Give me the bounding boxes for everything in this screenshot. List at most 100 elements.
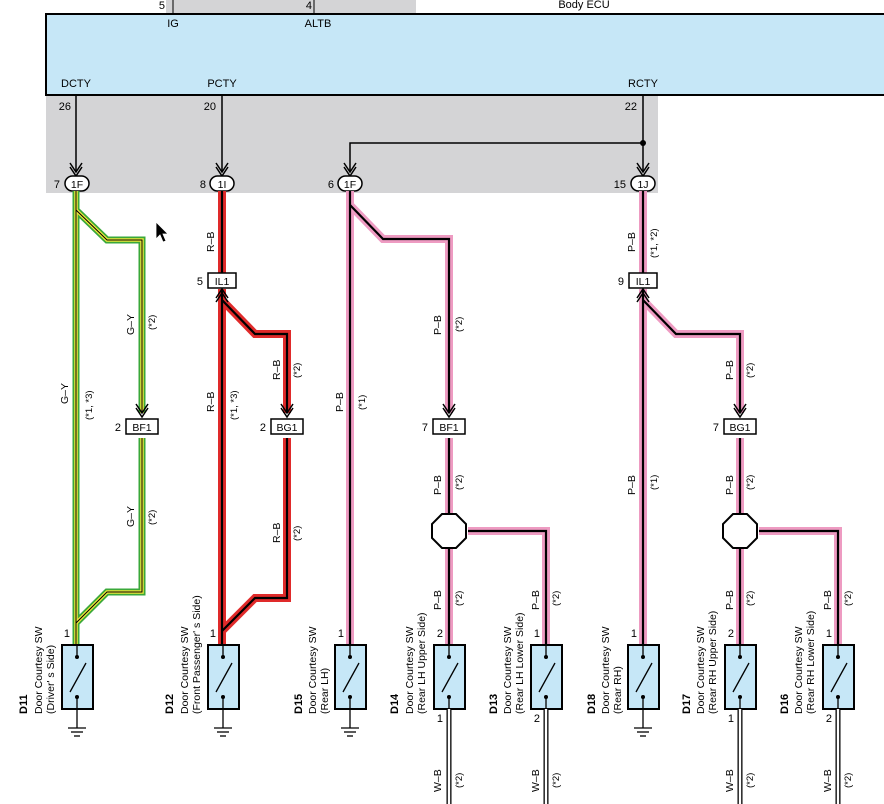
svg-text:1F: 1F bbox=[71, 179, 83, 191]
ecu-name: Body ECU bbox=[558, 0, 609, 11]
svg-text:R–B: R–B bbox=[271, 360, 283, 380]
svg-text:(*1, *3): (*1, *3) bbox=[84, 390, 95, 420]
svg-text:(*2): (*2) bbox=[745, 591, 756, 606]
svg-text:(Rear LH Upper Side): (Rear LH Upper Side) bbox=[416, 612, 428, 714]
svg-text:(Rear RH): (Rear RH) bbox=[612, 666, 624, 714]
switch-d13: 1 2 D13 Door Courtesy SW (Rear LH Lower … bbox=[488, 612, 563, 725]
connector-il1-rear: IL1 9 bbox=[618, 272, 658, 289]
svg-text:(*2): (*2) bbox=[454, 773, 465, 788]
wb-labels: W–B (*2) W–B (*2) W–B (*2) W–B (*2) bbox=[432, 769, 854, 792]
svg-text:D16: D16 bbox=[779, 694, 791, 714]
svg-text:(Driver' s Side): (Driver' s Side) bbox=[45, 645, 57, 714]
svg-text:R–B: R–B bbox=[271, 523, 283, 543]
svg-text:9: 9 bbox=[618, 276, 624, 288]
svg-text:Door Courtesy SW: Door Courtesy SW bbox=[33, 626, 45, 714]
svg-text:1: 1 bbox=[728, 713, 734, 725]
svg-text:(*1): (*1) bbox=[649, 475, 660, 490]
svg-text:P–B: P–B bbox=[626, 475, 638, 495]
svg-text:W–B: W–B bbox=[724, 769, 736, 792]
svg-text:(*2): (*2) bbox=[292, 526, 303, 541]
connector-bf1-rear-lh: BF1 7 bbox=[422, 418, 466, 435]
svg-text:(*2): (*2) bbox=[147, 510, 158, 525]
svg-text:D18: D18 bbox=[586, 694, 598, 714]
svg-text:1F: 1F bbox=[344, 179, 356, 191]
svg-text:(*2): (*2) bbox=[745, 773, 756, 788]
svg-text:2: 2 bbox=[728, 628, 734, 640]
svg-text:1: 1 bbox=[826, 628, 832, 640]
connector-bf1-driver: BF1 2 bbox=[115, 418, 159, 435]
joint-point-rh bbox=[722, 513, 758, 549]
wire-gy-group bbox=[72, 191, 146, 645]
switch-d15: 1 D15 Door Courtesy SW (Rear LH) bbox=[293, 626, 367, 737]
svg-text:(*2): (*2) bbox=[454, 317, 465, 332]
switch-d11: 1 D11 Door Courtesy SW (Driver' s Side) bbox=[18, 626, 94, 737]
ecu-top-gray-strip bbox=[166, 0, 416, 14]
svg-text:1: 1 bbox=[338, 628, 344, 640]
wb-wires bbox=[446, 709, 841, 804]
svg-text:P–B: P–B bbox=[530, 590, 542, 610]
svg-text:Door Courtesy SW: Door Courtesy SW bbox=[600, 626, 612, 714]
rcty-split-node bbox=[640, 140, 646, 146]
ecu-output-dcty: DCTY bbox=[61, 78, 92, 90]
svg-text:1: 1 bbox=[631, 628, 637, 640]
svg-text:P–B: P–B bbox=[334, 392, 346, 412]
svg-text:P–B: P–B bbox=[724, 360, 736, 380]
svg-text:6: 6 bbox=[328, 179, 334, 191]
svg-text:(Rear RH Lower Side): (Rear RH Lower Side) bbox=[805, 611, 817, 714]
svg-text:IL1: IL1 bbox=[636, 276, 651, 288]
svg-text:BF1: BF1 bbox=[439, 422, 458, 434]
svg-text:(*2): (*2) bbox=[551, 773, 562, 788]
svg-text:(Rear LH Lower Side): (Rear LH Lower Side) bbox=[514, 612, 526, 714]
ecu-pin-pcty-num: 20 bbox=[204, 101, 216, 113]
ecu-pin-ig-label: IG bbox=[167, 18, 179, 30]
svg-text:D12: D12 bbox=[164, 694, 176, 714]
svg-text:2: 2 bbox=[826, 713, 832, 725]
svg-text:(*2): (*2) bbox=[843, 591, 854, 606]
connector-bg1-rear-rh: BG1 7 bbox=[713, 418, 757, 435]
junction-1f-dcty: 1F 7 bbox=[54, 175, 90, 192]
svg-text:2: 2 bbox=[115, 422, 121, 434]
ecu-output-pcty: PCTY bbox=[207, 78, 237, 90]
svg-text:W–B: W–B bbox=[530, 769, 542, 792]
svg-text:(Front Passenger' s Side): (Front Passenger' s Side) bbox=[191, 595, 203, 714]
svg-text:(*2): (*2) bbox=[147, 315, 158, 330]
wire-pb-group bbox=[346, 191, 842, 645]
svg-text:2: 2 bbox=[534, 713, 540, 725]
svg-text:(*2): (*2) bbox=[745, 363, 756, 378]
body-ecu-box bbox=[45, 13, 884, 96]
ecu-output-rcty: RCTY bbox=[628, 78, 659, 90]
mouse-cursor-icon bbox=[155, 221, 169, 243]
svg-text:P–B: P–B bbox=[432, 315, 444, 335]
svg-text:BF1: BF1 bbox=[132, 422, 151, 434]
svg-text:R–B: R–B bbox=[205, 232, 217, 252]
svg-text:G–Y: G–Y bbox=[125, 506, 137, 527]
ecu-pin-dcty-num: 26 bbox=[59, 101, 71, 113]
svg-text:8: 8 bbox=[200, 179, 206, 191]
svg-text:D11: D11 bbox=[18, 694, 30, 714]
svg-text:(*1, *2): (*1, *2) bbox=[649, 228, 660, 258]
svg-text:BG1: BG1 bbox=[729, 422, 750, 434]
connector-bg1-passenger: BG1 2 bbox=[260, 418, 304, 435]
switch-d14: 2 1 D14 Door Courtesy SW (Rear LH Upper … bbox=[389, 612, 466, 725]
ecu-pin-altb-num: 4 bbox=[306, 0, 312, 12]
svg-text:W–B: W–B bbox=[822, 769, 834, 792]
svg-text:P–B: P–B bbox=[626, 232, 638, 252]
svg-text:5: 5 bbox=[197, 276, 203, 288]
svg-text:P–B: P–B bbox=[432, 475, 444, 495]
svg-text:7: 7 bbox=[713, 422, 719, 434]
svg-text:(*2): (*2) bbox=[843, 773, 854, 788]
junction-1i-pcty: 1I 8 bbox=[200, 175, 235, 192]
svg-text:(*2): (*2) bbox=[454, 475, 465, 490]
ecu-pin-altb-label: ALTB bbox=[305, 18, 332, 30]
svg-text:Door Courtesy SW: Door Courtesy SW bbox=[404, 626, 416, 714]
svg-text:1: 1 bbox=[64, 628, 70, 640]
junction-1f-rear: 1F 6 bbox=[328, 175, 363, 192]
svg-text:(Rear LH): (Rear LH) bbox=[319, 668, 331, 714]
junction-1j-rcty: 1J 15 bbox=[614, 175, 656, 192]
svg-text:(*1): (*1) bbox=[357, 395, 368, 410]
switch-d12: 1 D12 Door Courtesy SW (Front Passenger'… bbox=[164, 595, 240, 737]
svg-text:2: 2 bbox=[437, 628, 443, 640]
wire-rb-group bbox=[218, 191, 291, 645]
switch-d16: 1 2 D16 Door Courtesy SW (Rear RH Lower … bbox=[779, 611, 855, 725]
